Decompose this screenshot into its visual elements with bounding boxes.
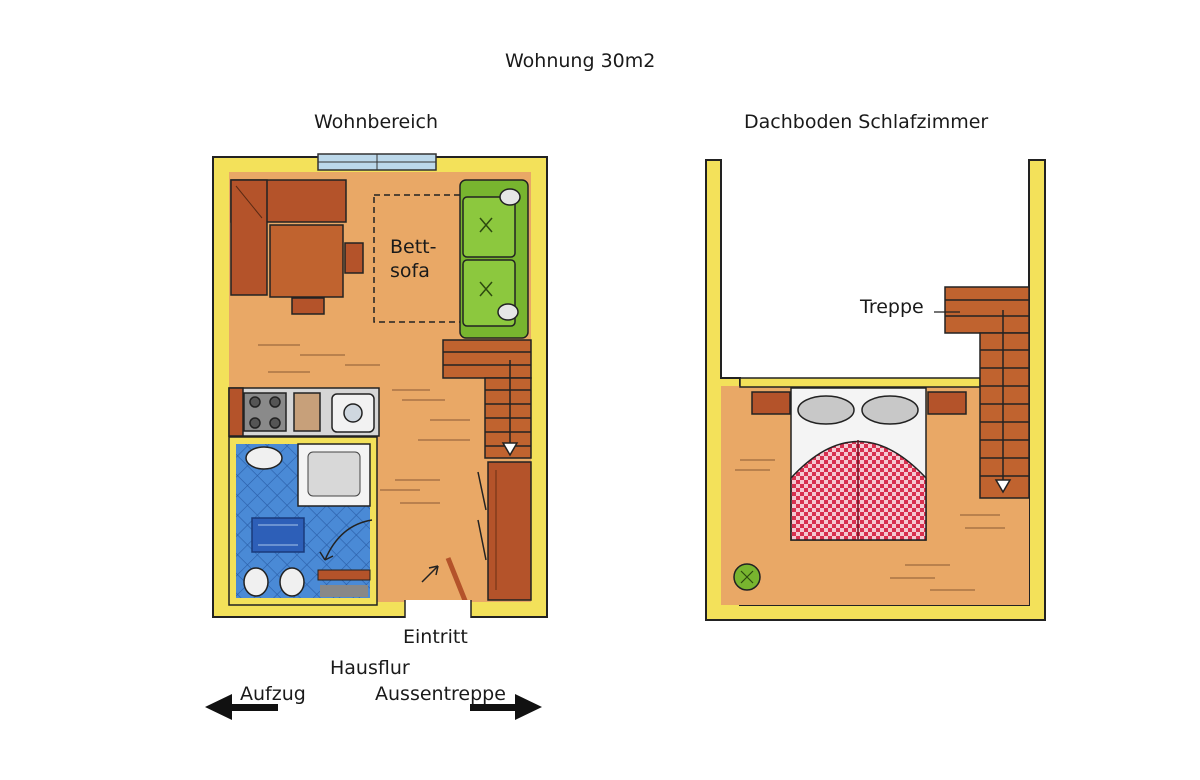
bettsofa-label-line1: Bett- <box>390 236 437 258</box>
page-title: Wohnung 30m2 <box>505 50 656 72</box>
outer-stairs-label: Aussentreppe <box>375 683 506 705</box>
bettsofa-label-line2: sofa <box>390 260 430 282</box>
bathroom <box>228 436 378 606</box>
attic-staircase <box>944 286 1030 499</box>
toilet <box>279 567 305 597</box>
kitchen-counter <box>228 387 380 437</box>
elevator-label: Aufzug <box>240 683 306 705</box>
bath-rug <box>251 517 305 553</box>
corner-bench <box>230 179 347 296</box>
bathroom-sink <box>245 446 283 470</box>
attic-railing <box>739 377 981 388</box>
wardrobe <box>477 461 532 601</box>
bidet <box>243 567 269 597</box>
nightstand-right <box>927 391 967 415</box>
internal-staircase <box>442 339 532 459</box>
chair-right <box>344 242 364 274</box>
chair-bottom <box>291 297 325 315</box>
dining-table <box>269 224 344 298</box>
outer-stairs-arrow <box>470 694 542 720</box>
nightstand-left <box>751 391 791 415</box>
sofa <box>459 179 529 339</box>
attic-plan <box>705 159 1046 621</box>
entrance-label: Eintritt <box>403 626 468 648</box>
living-area-plan <box>212 153 548 618</box>
hallway-label: Hausflur <box>330 657 410 679</box>
attic-stairs-label: Treppe <box>860 296 924 318</box>
double-bed <box>790 387 927 541</box>
living-area-heading: Wohnbereich <box>314 111 438 133</box>
attic-bedroom-heading: Dachboden Schlafzimmer <box>744 111 989 133</box>
entrance-door <box>445 557 471 609</box>
elevator-arrow <box>205 694 278 720</box>
